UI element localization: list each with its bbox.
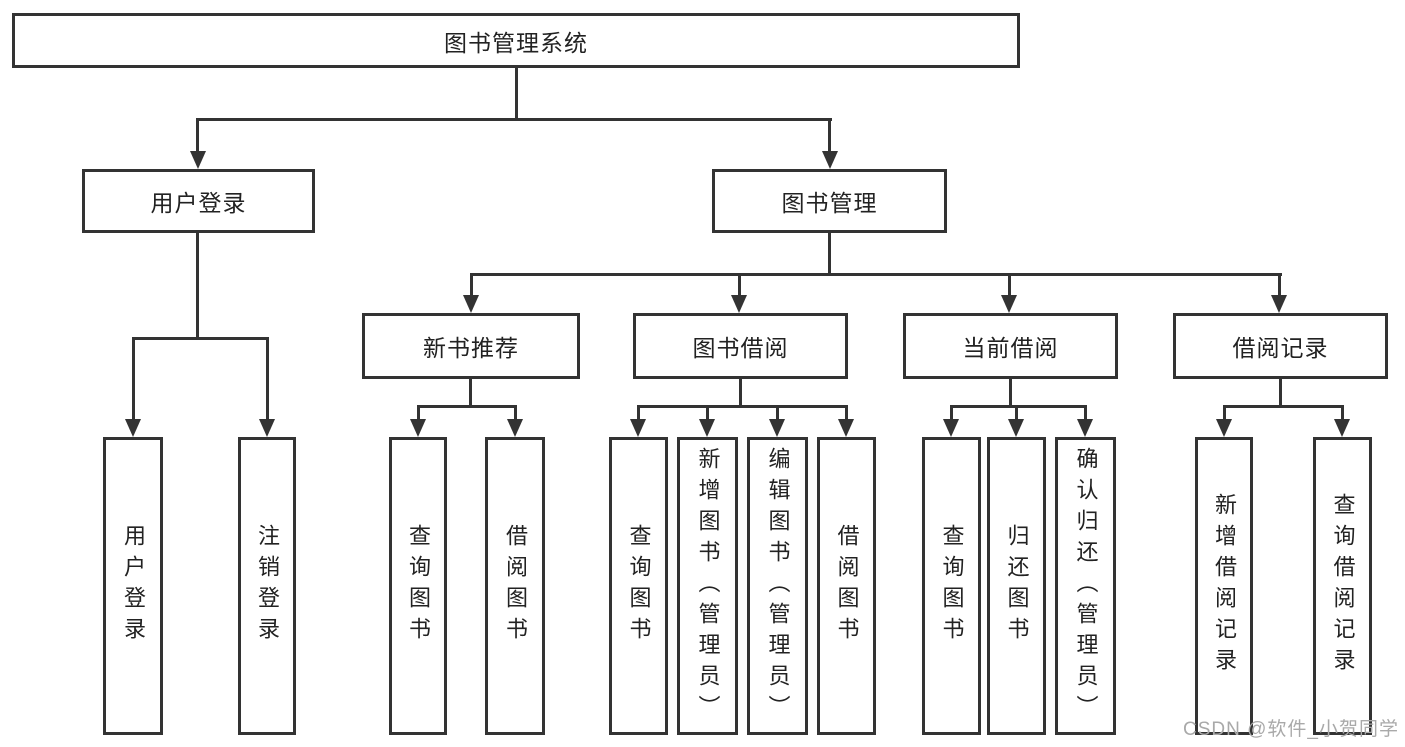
connector-line [266,337,269,419]
arrowhead-icon [1216,419,1232,437]
arrowhead-icon [1008,419,1024,437]
leaf-borrow-books-recommend: 借阅图书 [485,437,545,735]
connector-line [637,405,640,419]
leaf-user-login-label: 用户登录 [121,524,146,648]
connector-line [706,405,709,419]
arrowhead-icon [125,419,141,437]
node-book-borrowing-label: 图书借阅 [692,335,789,361]
leaf-confirm-return-admin: 确认归还（管理员） [1055,437,1116,735]
leaf-edit-book-admin: 编辑图书（管理员） [747,437,808,735]
connector-line [196,233,199,339]
node-new-book-recommend: 新书推荐 [362,313,580,379]
connector-line [1009,379,1012,407]
leaf-add-book-admin-label: 新增图书（管理员） [695,446,721,726]
leaf-add-borrow-record: 新增借阅记录 [1195,437,1253,735]
node-root-label: 图书管理系统 [444,29,588,56]
leaf-query-books-recommend: 查询图书 [389,437,447,735]
arrowhead-icon [838,419,854,437]
leaf-borrow-books-borrowing: 借阅图书 [817,437,876,735]
node-book-management: 图书管理 [712,169,947,233]
arrowhead-icon [1334,419,1350,437]
connector-line [637,405,848,408]
leaf-logout-label: 注销登录 [255,524,280,648]
leaf-user-login: 用户登录 [103,437,163,735]
arrowhead-icon [943,419,959,437]
connector-line [470,273,1282,276]
watermark: CSDN @软件_小贺同学 [1183,719,1399,740]
node-current-borrowing: 当前借阅 [903,313,1118,379]
leaf-add-book-admin: 新增图书（管理员） [677,437,738,735]
node-book-borrowing: 图书借阅 [633,313,848,379]
arrowhead-icon [630,419,646,437]
connector-line [1084,405,1087,419]
connector-line [845,405,848,419]
arrowhead-icon [463,295,479,313]
node-user-login: 用户登录 [82,169,315,233]
leaf-query-books-current-label: 查询图书 [939,524,965,648]
leaf-edit-book-admin-label: 编辑图书（管理员） [765,446,791,726]
connector-line [515,68,518,120]
connector-line [1341,405,1344,419]
arrowhead-icon [1077,419,1093,437]
arrowhead-icon [822,151,838,169]
connector-line [417,405,420,419]
connector-line [1008,273,1011,295]
leaf-return-books-label: 归还图书 [1004,524,1030,648]
leaf-logout: 注销登录 [238,437,296,735]
leaf-add-borrow-record-label: 新增借阅记录 [1212,493,1237,679]
connector-line [776,405,779,419]
node-borrowing-records-label: 借阅记录 [1232,335,1329,361]
connector-line [470,273,473,295]
connector-line [739,379,742,407]
leaf-query-books-borrowing: 查询图书 [609,437,668,735]
leaf-borrow-books-recommend-label: 借阅图书 [503,524,528,648]
arrowhead-icon [699,419,715,437]
leaf-confirm-return-admin-label: 确认归还（管理员） [1073,446,1099,726]
connector-line [950,405,1087,408]
leaf-query-books-recommend-label: 查询图书 [406,524,431,648]
arrowhead-icon [259,419,275,437]
connector-line [1015,405,1018,419]
arrowhead-icon [731,295,747,313]
leaf-return-books: 归还图书 [987,437,1046,735]
connector-line [738,273,741,295]
node-borrowing-records: 借阅记录 [1173,313,1388,379]
connector-line [1223,405,1226,419]
arrowhead-icon [1271,295,1287,313]
leaf-query-books-borrowing-label: 查询图书 [626,524,652,648]
connector-line [196,118,199,151]
connector-line [950,405,953,419]
arrowhead-icon [410,419,426,437]
arrowhead-icon [507,419,523,437]
connector-line [1278,273,1281,295]
arrowhead-icon [1001,295,1017,313]
connector-line [132,337,269,340]
connector-line [514,405,517,419]
connector-line [828,233,831,275]
arrowhead-icon [769,419,785,437]
connector-line [469,379,472,407]
node-current-borrowing-label: 当前借阅 [962,335,1059,361]
node-root: 图书管理系统 [12,13,1020,68]
node-user-login-label: 用户登录 [150,190,247,216]
connector-line [417,405,517,408]
connector-line [1279,379,1282,407]
connector-line [828,118,831,151]
arrowhead-icon [190,151,206,169]
node-book-management-label: 图书管理 [781,190,878,216]
connector-line [197,118,832,121]
leaf-query-borrow-record-label: 查询借阅记录 [1330,493,1356,679]
leaf-query-books-current: 查询图书 [922,437,981,735]
leaf-borrow-books-borrowing-label: 借阅图书 [834,524,860,648]
node-new-book-recommend-label: 新书推荐 [423,335,519,361]
connector-line [132,337,135,419]
connector-line [1223,405,1344,408]
leaf-query-borrow-record: 查询借阅记录 [1313,437,1372,735]
